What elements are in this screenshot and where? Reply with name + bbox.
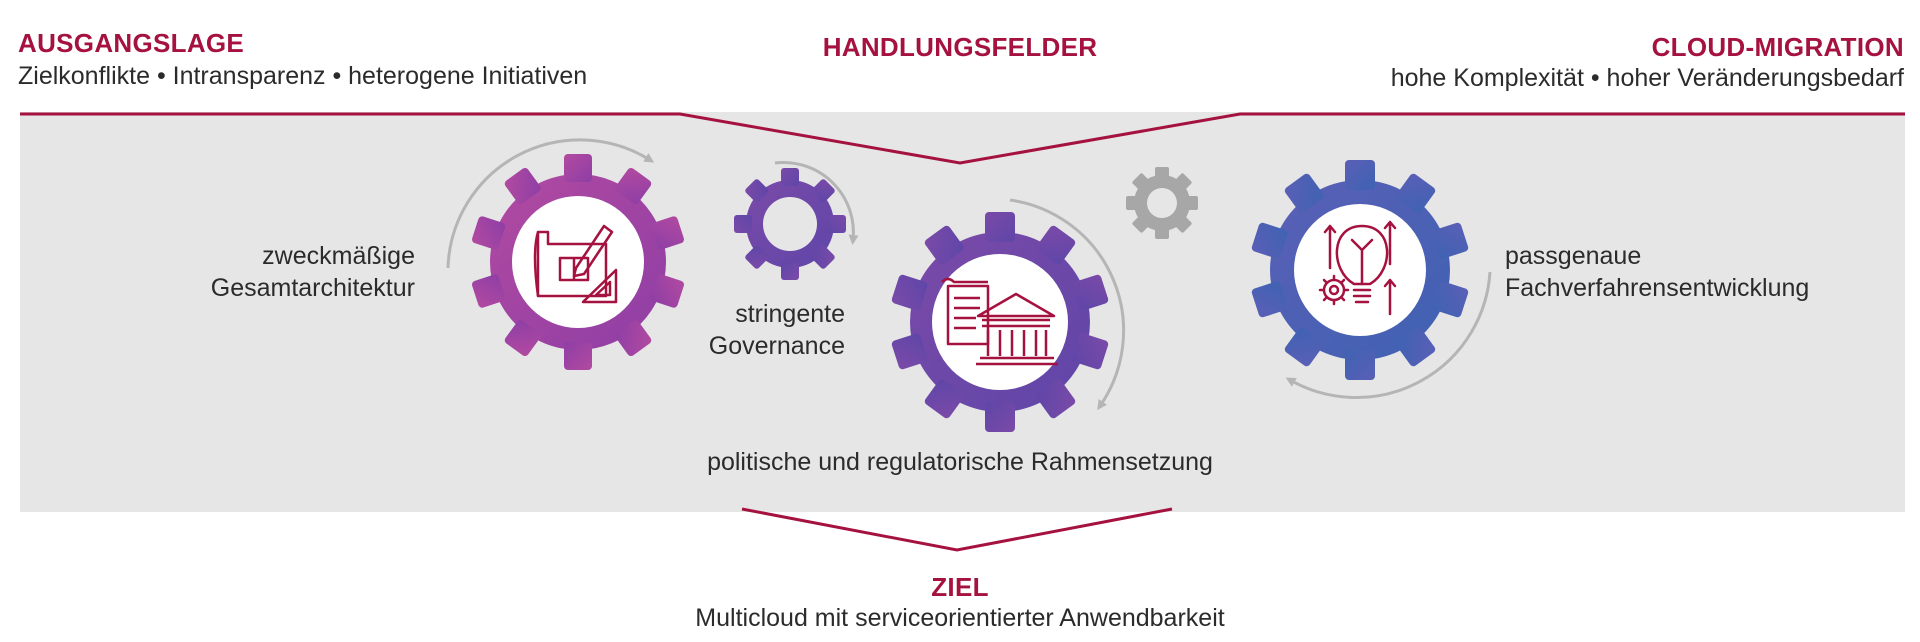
development-label: passgenaue Fachverfahrensentwicklung xyxy=(1505,242,1810,302)
government-building-icon xyxy=(941,277,1058,366)
situation-text: Zielkonflikte • Intransparenz • heteroge… xyxy=(18,62,588,90)
goal-title: ZIEL xyxy=(931,572,989,602)
governance-label: stringente Governance xyxy=(708,300,845,360)
goal-text: Multicloud mit serviceorientierter Anwen… xyxy=(695,604,1225,632)
migration-text: hohe Komplexität • hoher Veränderungsbed… xyxy=(1390,64,1904,92)
architecture-gear xyxy=(471,154,685,370)
situation-title: AUSGANGSLAGE xyxy=(18,28,245,58)
migration-title: CLOUD-MIGRATION xyxy=(1651,32,1904,62)
fields-title: HANDLUNGSFELDER xyxy=(822,32,1098,62)
development-gear xyxy=(1251,160,1469,380)
framework-label: politische und regulatorische Rahmensetz… xyxy=(707,448,1213,476)
governance-gear xyxy=(734,168,846,280)
lightbulb-gear-icon xyxy=(1318,220,1397,316)
decorative-grey-gear xyxy=(1126,167,1198,239)
architecture-label: zweckmäßige Gesamtarchitektur xyxy=(210,242,415,302)
framework-gear xyxy=(891,212,1109,432)
blueprint-icon xyxy=(533,224,618,304)
